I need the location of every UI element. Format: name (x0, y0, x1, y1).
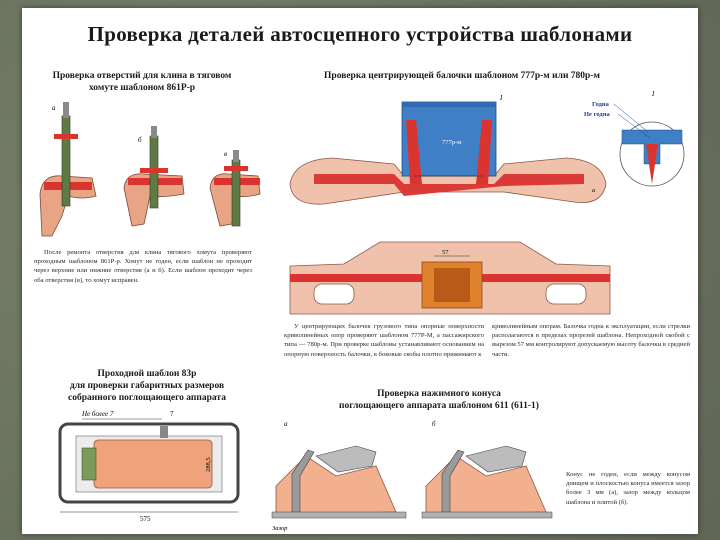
holes-description: После ремонта отверстия для клина тягово… (34, 249, 252, 284)
cone-caption-line1: Проверка нажимного конуса (377, 389, 501, 399)
document-sheet: Проверка деталей автосцепного устройства… (22, 8, 698, 534)
cone-caption-line2: поглощающего аппарата шаблоном 611 (611-… (339, 401, 539, 411)
beam-detail-circle (619, 121, 685, 187)
gauge-height-dim: 288,5 (205, 457, 212, 472)
holes-caption-line2: хомуте шаблоном 861Р-р (88, 83, 196, 93)
beam-template-label: 777р-м (442, 139, 461, 146)
cone-description: Конус не годен, если между конусом днище… (566, 471, 690, 506)
holes-label-c: в (224, 150, 227, 158)
beam-fit-label: Годна (592, 101, 610, 108)
cone-gap-label: Зазор (272, 525, 288, 532)
holes-caption-line1: Проверка отверстий для клина в тяговом (52, 71, 232, 81)
cone-caption: Проверка нажимного конуса поглощающего а… (284, 388, 594, 412)
cone-illustration: а б Зазор (271, 420, 553, 532)
gauge-caption-line2: для проверки габаритных размеров (69, 381, 225, 391)
page-title: Проверка деталей автосцепного устройства… (87, 22, 633, 46)
cone-figure-a (271, 445, 407, 519)
beam-bottom-view (289, 241, 611, 315)
beam-detail-label: I (651, 90, 655, 98)
beam-marker: I (499, 94, 503, 102)
gauge-caption-line3: собранного поглощающего аппарата (68, 393, 226, 403)
beam-unfit-label: Не годна (584, 111, 610, 118)
holes-label-b: б (138, 136, 142, 144)
gauge-seven-label: 7 (170, 410, 174, 418)
beam-caption: Проверка центрирующей балочки шаблоном 7… (324, 71, 600, 81)
cone-label-a: а (284, 420, 288, 428)
beam-description-right: криволинейным опорам. Балочка годна к эк… (492, 323, 690, 358)
beam-side-label: а (592, 187, 595, 194)
gauge-caption: Проходной шаблон 83р для проверки габари… (32, 368, 262, 404)
holes-figure-a (39, 102, 97, 237)
gauge-width-dim: 575 (140, 515, 151, 523)
beam-dim-label: 57 (442, 249, 449, 256)
cone-label-b: б (432, 420, 436, 428)
gauge-caption-line1: Проходной шаблон 83р (97, 369, 197, 379)
gauge-not-more-label: Не более 7 (81, 410, 114, 418)
gauge-illustration: Не более 7 7 288,5 575 (58, 410, 240, 523)
holes-label-a: а (52, 104, 56, 112)
beam-illustration: 777р-м I а I Годна Не годна 57 (289, 90, 685, 315)
holes-figure-c (209, 150, 261, 227)
holes-figure-b (123, 126, 185, 227)
cone-figure-b (421, 445, 553, 519)
beam-description-left: У центрирующих балочек грузового типа оп… (284, 323, 484, 358)
holes-illustration: а б в (39, 102, 261, 237)
holes-caption: Проверка отверстий для клина в тяговом х… (32, 70, 252, 94)
beam-top-view (289, 101, 607, 205)
